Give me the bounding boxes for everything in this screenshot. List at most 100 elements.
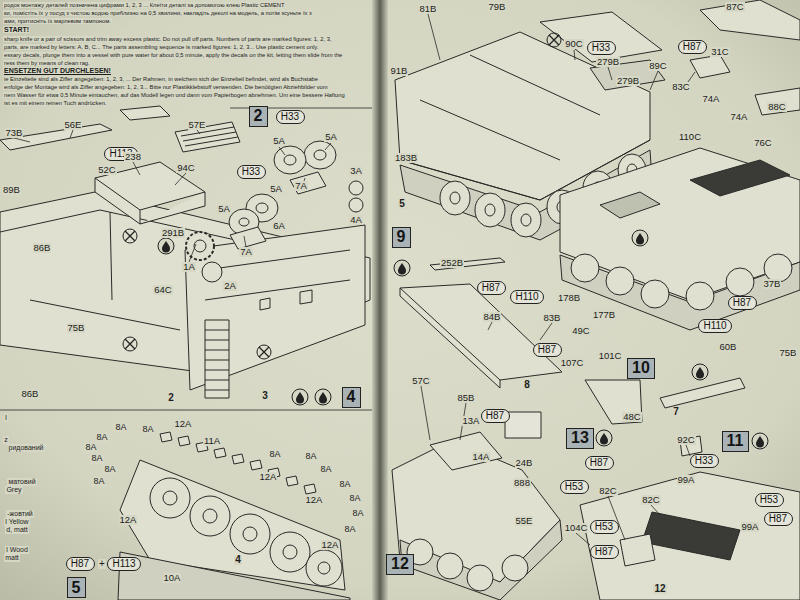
instruction-text: ist es mit einem reinen Tuch andrücken.	[3, 100, 107, 106]
part-number: 8A	[95, 433, 108, 442]
paint-legend-fragment: ридований	[8, 444, 45, 451]
node-text: H87	[683, 42, 701, 52]
node-text: 4	[347, 389, 356, 405]
part-number: 7A	[294, 181, 308, 191]
part-number: 64C	[153, 285, 172, 295]
paint-legend-fragment: матовий	[7, 478, 36, 485]
step-number-box: 11	[722, 431, 749, 452]
part-number: 87C	[725, 2, 744, 12]
step-number-box: 2	[249, 106, 268, 127]
part-number: 76C	[753, 138, 772, 148]
step-number-box: 5	[67, 577, 86, 598]
node-text: H53	[565, 482, 583, 492]
step-number-box: 9	[392, 227, 411, 248]
node-text: H110	[515, 292, 538, 302]
part-number: 8A	[90, 454, 103, 463]
part-number: 86B	[33, 243, 52, 253]
part-number: 12A	[321, 540, 340, 550]
part-number: 8A	[304, 452, 317, 461]
part-number: 74A	[730, 112, 749, 122]
part-number: 49C	[571, 326, 590, 336]
part-number: 101C	[598, 351, 623, 361]
instruction-text: parts, are marked by letters: A, B, C...…	[3, 44, 319, 50]
sub-assembly-number: 7	[672, 407, 680, 418]
part-number: 104C	[564, 523, 589, 533]
paint-code-oval: H53	[590, 520, 619, 534]
sub-assembly-number: 5	[398, 199, 406, 210]
part-number: 83C	[671, 82, 690, 92]
node-text: H87	[482, 283, 500, 293]
instruction-text: ress them by means of clean rag.	[3, 60, 91, 66]
node-text: H87	[733, 298, 751, 308]
paint-legend-fragment: Grey	[5, 486, 22, 493]
instruction-text: ами, притисніть їх марлевим тампоном.	[3, 18, 112, 24]
paint-code-oval: H110	[510, 290, 544, 304]
part-number: 79B	[488, 2, 507, 12]
part-number: 1A	[182, 262, 196, 272]
part-number: 7A	[239, 247, 253, 257]
hull-side-detail	[205, 250, 350, 310]
part-number: 83B	[543, 313, 562, 323]
part-number: 90C	[564, 39, 583, 49]
node-text: 2	[254, 108, 263, 124]
sub-assembly-number: 888	[513, 478, 531, 488]
node-text: H110	[703, 321, 726, 331]
paint-code-oval: H113	[107, 557, 141, 571]
paint-legend-fragment: l Yellow	[4, 518, 29, 525]
part-number: 37B	[763, 279, 782, 289]
part-number: 52C	[97, 165, 116, 175]
paint-code-oval: H110	[698, 319, 732, 333]
sub-assembly-number: 3	[261, 391, 269, 402]
sub-assembly-number: 2	[167, 393, 175, 404]
paint-code-oval: H87	[678, 40, 707, 54]
instruction-text: ENSETZEN GUT DURCHLESEN!	[3, 67, 112, 74]
node-text: H87	[595, 547, 613, 557]
part-number: 8A	[338, 480, 351, 489]
part-number: 10A	[163, 573, 182, 583]
part-number: 48C	[622, 412, 641, 422]
part-number: 11A	[203, 436, 221, 446]
part-number: 5A	[272, 136, 286, 146]
part-number: 82C	[598, 486, 617, 496]
part-number: 12A	[259, 472, 278, 482]
node-text: H53	[595, 522, 613, 532]
part-number: 74A	[702, 94, 721, 104]
part-number: 13A	[462, 416, 481, 426]
part-number: 57E	[188, 120, 207, 130]
part-number: 8A	[351, 509, 364, 518]
part-number: 12A	[119, 515, 138, 525]
engine-deck	[540, 12, 662, 62]
part-number: 88C	[767, 102, 786, 112]
part-number: 12A	[174, 419, 193, 429]
part-number: 252B	[440, 258, 464, 268]
paint-code-oval: H87	[477, 281, 506, 295]
page-gutter	[372, 0, 388, 600]
part-number: 8A	[343, 525, 356, 534]
node-text: 10	[632, 360, 650, 376]
step-number-box: 10	[627, 358, 655, 379]
part-number: 99A	[741, 522, 760, 532]
part-number: 24B	[515, 458, 534, 468]
paint-code-oval: H53	[755, 493, 784, 507]
instruction-text: nem Wasser für etwa 0,5 Minute eintauche…	[3, 92, 346, 98]
paint-legend-fragment: l	[4, 414, 8, 421]
part-number: 8A	[84, 443, 97, 452]
node-text: 11	[727, 433, 744, 449]
paint-legend-fragment: z	[3, 436, 9, 443]
node-text: 5	[72, 580, 81, 596]
paint-code-oval: H87	[728, 296, 757, 310]
part-number: 8A	[114, 423, 127, 432]
instruction-text: ie Einzelteile sind als Ziffer angegeben…	[3, 76, 319, 82]
part-number: 177B	[592, 310, 616, 320]
part-number: 75B	[67, 323, 86, 333]
bulkhead	[95, 162, 205, 224]
node-text: H87	[538, 345, 556, 355]
part-number: 110C	[678, 132, 702, 142]
instruction-text: START!	[3, 26, 30, 33]
part-number: 279B	[596, 57, 620, 67]
part-number: 5A	[324, 132, 338, 142]
part-number: 8A	[348, 494, 361, 503]
fender	[400, 284, 562, 388]
sub-assembly-number: 4	[234, 555, 242, 566]
